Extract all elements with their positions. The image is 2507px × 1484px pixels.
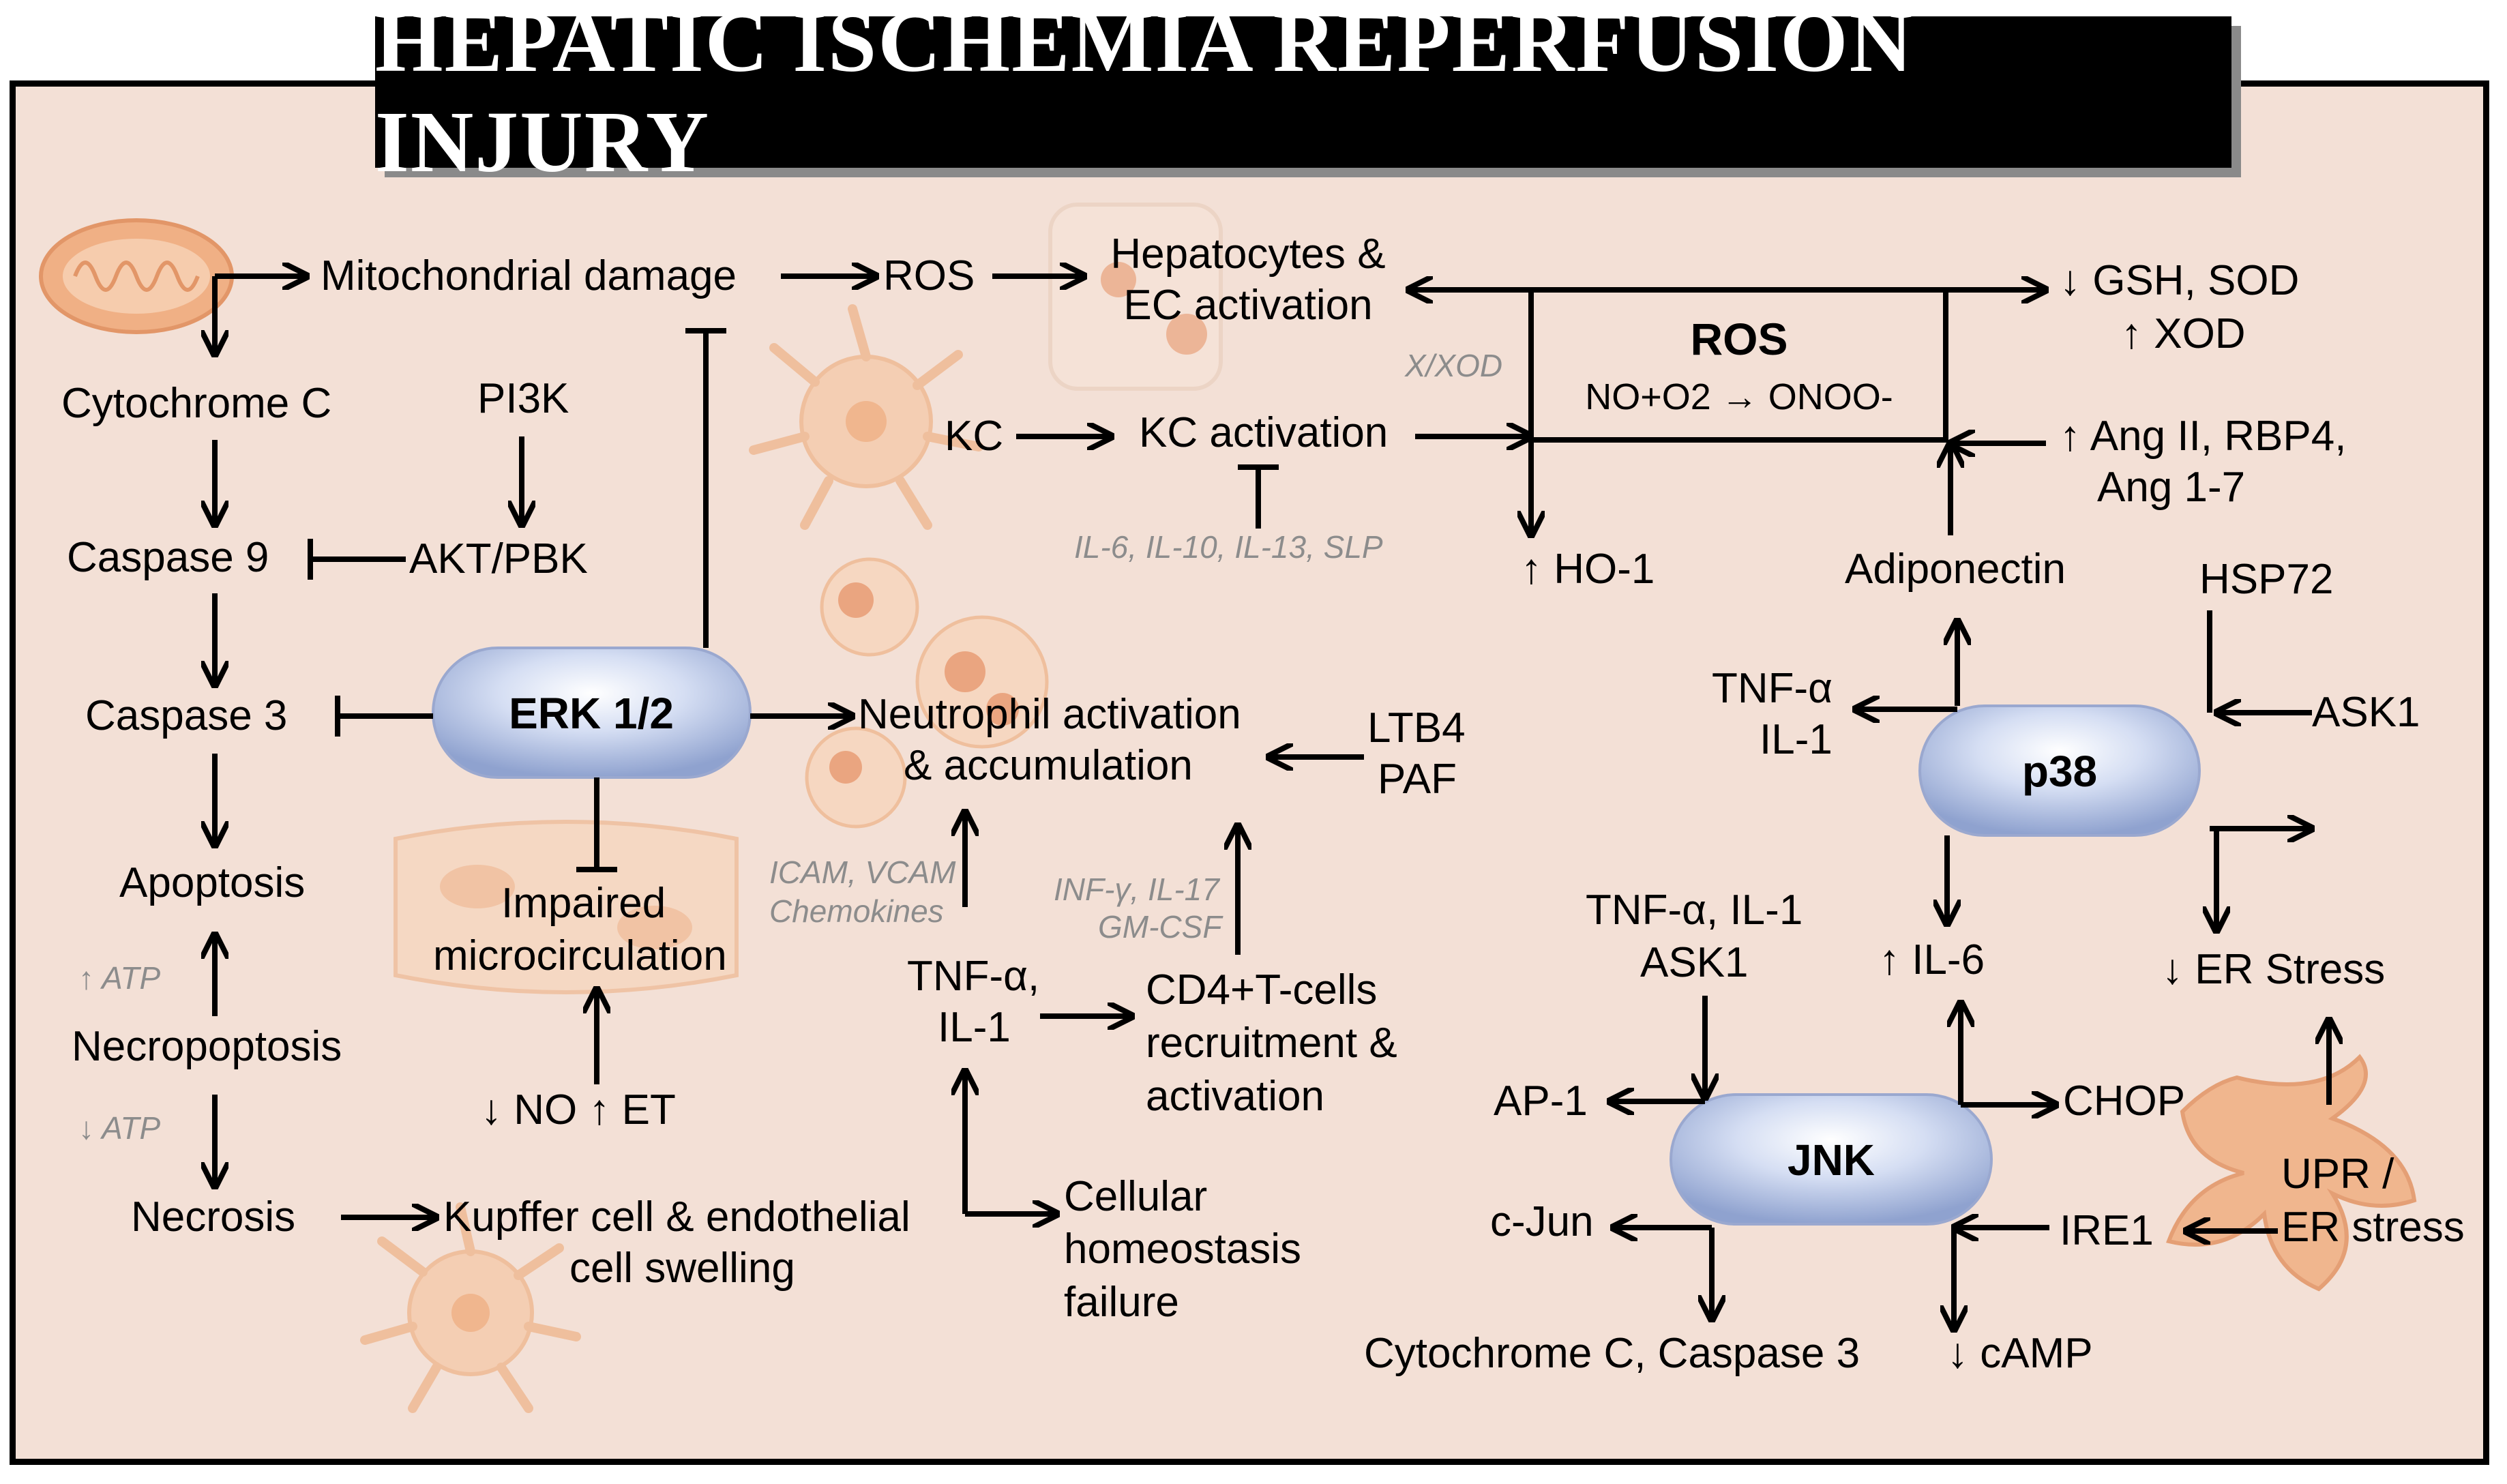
mitochondrion-icon bbox=[39, 218, 234, 334]
neutrophil-icon bbox=[805, 557, 1049, 829]
p38-pill: p38 bbox=[1918, 704, 2201, 837]
impaired-label-2: microcirculation bbox=[433, 932, 727, 979]
atp-down-label: ↓ ATP bbox=[78, 1110, 160, 1146]
icam-label-1: ICAM, VCAM bbox=[769, 855, 956, 890]
hepatocyte-icon bbox=[1048, 203, 1223, 391]
cellular-label-1: Cellular bbox=[1064, 1173, 1207, 1220]
cytochrome-c-label: Cytochrome C bbox=[61, 380, 331, 427]
er-stress-down-label: ↓ ER Stress bbox=[2162, 946, 2385, 993]
ap1-label: AP-1 bbox=[1494, 1078, 1588, 1125]
tnf-alpha-right-label: TNF-α bbox=[1712, 665, 1833, 712]
tnf-ask-label-2: ASK1 bbox=[1640, 939, 1749, 986]
cellular-label-2: homeostasis bbox=[1064, 1226, 1301, 1273]
kupffer-label-2: cell swelling bbox=[569, 1245, 795, 1292]
paf-label: PAF bbox=[1378, 756, 1457, 803]
labels: Mitochondrial damage ROS Hepatocytes & E… bbox=[61, 231, 2465, 1377]
ask1-right-label: ASK1 bbox=[2312, 689, 2420, 736]
inf-label-2: GM-CSF bbox=[1098, 909, 1223, 945]
camp-label: ↓ cAMP bbox=[1947, 1330, 2093, 1377]
ros-top-label: ROS bbox=[883, 252, 975, 299]
cellular-label-3: failure bbox=[1064, 1279, 1179, 1326]
jnk-pill: JNK bbox=[1670, 1093, 1993, 1226]
erk-label: ERK 1/2 bbox=[509, 689, 674, 738]
no-et-label: ↓ NO ↑ ET bbox=[481, 1086, 676, 1133]
tnf-ask-label-1: TNF-α, IL-1 bbox=[1586, 887, 1803, 934]
connectors bbox=[215, 276, 2329, 1330]
hsp72-label: HSP72 bbox=[2199, 556, 2333, 603]
ho1-label: ↑ HO-1 bbox=[1521, 546, 1655, 593]
upr-label-2: ER stress bbox=[2281, 1204, 2465, 1251]
impaired-label-1: Impaired bbox=[501, 880, 666, 927]
gsh-sod-label: ↓ GSH, SOD bbox=[2060, 257, 2299, 304]
c-jun-label: c-Jun bbox=[1490, 1198, 1594, 1245]
kupffer-cell-icon bbox=[749, 304, 983, 530]
endothelial-icon bbox=[394, 820, 739, 994]
caspase-3-label: Caspase 3 bbox=[85, 692, 287, 739]
hepatocytes-label-2: EC activation bbox=[1123, 282, 1372, 329]
ros-box-equation: NO+O2 → ONOO- bbox=[1585, 376, 1893, 417]
x-xod-label: X/XOD bbox=[1404, 348, 1502, 383]
adiponectin-label: Adiponectin bbox=[1845, 546, 2066, 593]
inf-label-1: INF-γ, IL-17 bbox=[1054, 872, 1220, 907]
hepatocytes-label-1: Hepatocytes & bbox=[1110, 231, 1385, 278]
icam-label-2: Chemokines bbox=[769, 893, 944, 929]
p38-label: p38 bbox=[2022, 747, 2097, 796]
erk-pill: ERK 1/2 bbox=[432, 647, 752, 779]
il1-mid-label: IL-1 bbox=[938, 1004, 1011, 1051]
kupffer-label-1: Kupffer cell & endothelial bbox=[443, 1193, 910, 1241]
kc-label: KC bbox=[945, 413, 1003, 460]
ltb4-label: LTB4 bbox=[1367, 704, 1466, 752]
atp-up-label: ↑ ATP bbox=[78, 960, 160, 996]
il6-label: ↑ IL-6 bbox=[1879, 936, 1985, 983]
necropoptosis-label: Necropoptosis bbox=[72, 1023, 342, 1070]
akt-pbk-label: AKT/PBK bbox=[409, 535, 588, 582]
chop-label: CHOP bbox=[2063, 1078, 2185, 1125]
cytochrome-caspase-label: Cytochrome C, Caspase 3 bbox=[1364, 1330, 1860, 1377]
il1-right-label: IL-1 bbox=[1760, 716, 1833, 763]
pi3k-label: PI3K bbox=[477, 375, 569, 422]
cd4-label-3: activation bbox=[1146, 1073, 1324, 1120]
ire1-label: IRE1 bbox=[2060, 1207, 2154, 1254]
xod-label: ↑ XOD bbox=[2121, 310, 2246, 357]
neutrophil-label-2: & accumulation bbox=[904, 742, 1193, 789]
mitochondrial-damage-label: Mitochondrial damage bbox=[321, 252, 737, 299]
caspase-9-label: Caspase 9 bbox=[67, 534, 269, 581]
neutrophil-label-1: Neutrophil activation bbox=[858, 691, 1241, 738]
jnk-label: JNK bbox=[1787, 1136, 1875, 1185]
ros-box-title: ROS bbox=[1690, 314, 1787, 364]
interleukin-list-label: IL-6, IL-10, IL-13, SLP bbox=[1074, 529, 1383, 565]
cd4-label-2: recruitment & bbox=[1146, 1020, 1397, 1067]
tnf-alpha-mid-label: TNF-α, bbox=[907, 953, 1039, 1000]
ang-label-2: Ang 1-7 bbox=[2097, 464, 2245, 511]
ang-label-1: ↑ Ang II, RBP4, bbox=[2060, 413, 2346, 460]
upr-label-1: UPR / bbox=[2281, 1151, 2394, 1198]
kupffer-cell-icon-bottom bbox=[360, 1202, 581, 1413]
cd4-label-1: CD4+T-cells bbox=[1146, 966, 1377, 1013]
kc-activation-label: KC activation bbox=[1139, 409, 1388, 456]
ros-box bbox=[1528, 287, 1948, 443]
apoptosis-label: Apoptosis bbox=[119, 859, 305, 906]
necrosis-label: Necrosis bbox=[131, 1193, 295, 1241]
